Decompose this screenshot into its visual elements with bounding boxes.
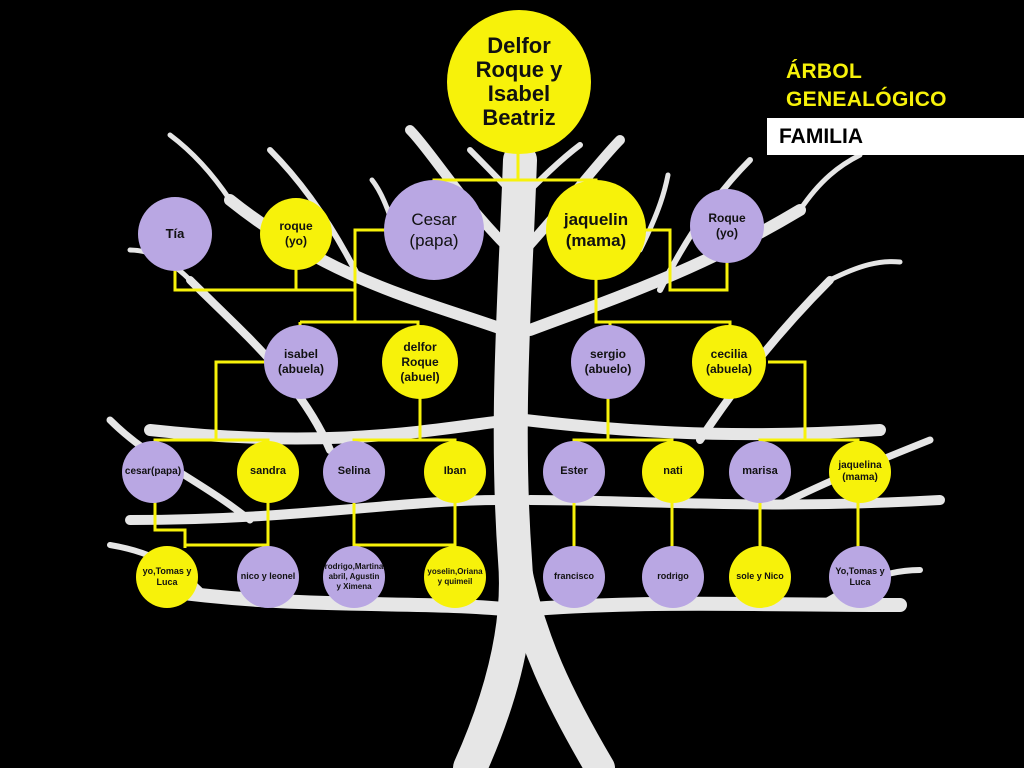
node-sergio-abuelo: sergio (abuelo): [571, 325, 645, 399]
node-nico-leonel: nico y leonel: [237, 546, 299, 608]
subtitle-text: FAMILIA: [779, 124, 863, 148]
node-yo-tomas-luca-left: yo,Tomas y Luca: [136, 546, 198, 608]
node-marisa: marisa: [729, 441, 791, 503]
node-delfor-roque-abuel: delfor Roque (abuel): [382, 325, 458, 399]
node-cesar-papa: Cesar (papa): [384, 180, 484, 280]
node-jaquelina-mama: jaquelina (mama): [829, 441, 891, 503]
node-francisco: francisco: [543, 546, 605, 608]
subtitle-box: FAMILIA: [767, 118, 1024, 155]
node-sole-nico: sole y Nico: [729, 546, 791, 608]
node-root: Delfor Roque y Isabel Beatriz: [447, 10, 591, 154]
node-iban: Iban: [424, 441, 486, 503]
node-yoselin-oriana: yoselin,Oriana y quimeil: [424, 546, 486, 608]
title-line-2: GENEALÓGICO: [786, 88, 947, 111]
node-nati: nati: [642, 441, 704, 503]
node-sandra: sandra: [237, 441, 299, 503]
node-tia: Tía: [138, 197, 212, 271]
node-isabel-abuela: isabel (abuela): [264, 325, 338, 399]
title-line-1: ÁRBOL: [786, 60, 863, 83]
node-ester: Ester: [543, 441, 605, 503]
node-yo-tomas-luca-right: Yo,Tomas y Luca: [829, 546, 891, 608]
node-rodrigo-martina: rodrigo,Martina abril, Agustin y Ximena: [323, 546, 385, 608]
node-jaquelin-mama: jaquelin (mama): [546, 180, 646, 280]
node-rodrigo: rodrigo: [642, 546, 704, 608]
node-roque-yo-left: roque (yo): [260, 198, 332, 270]
node-cecilia-abuela: cecilia (abuela): [692, 325, 766, 399]
node-selina: Selina: [323, 441, 385, 503]
node-cesar-papa-small: cesar(papa): [122, 441, 184, 503]
node-roque-yo-right: Roque (yo): [690, 189, 764, 263]
